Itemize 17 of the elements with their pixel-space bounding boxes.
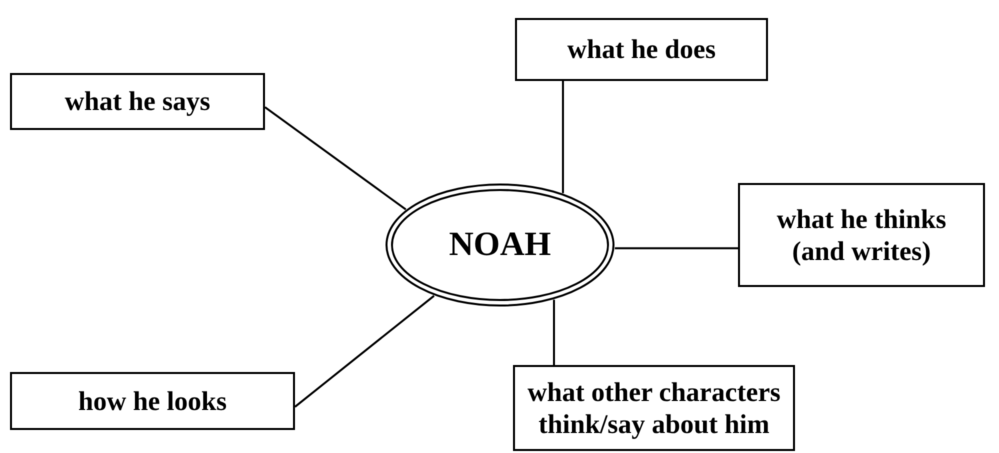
central-title: NOAH	[449, 224, 551, 265]
topic-label: what he does	[567, 33, 716, 66]
topic-box	[515, 18, 768, 81]
topic-label: what he says	[64, 85, 210, 118]
topic-box	[10, 372, 295, 430]
topic-label: how he looks	[78, 384, 227, 418]
connector-line	[614, 247, 738, 250]
topic-box	[10, 73, 265, 130]
connector-line	[264, 106, 406, 210]
topic-box	[738, 183, 985, 287]
topic-box	[513, 365, 795, 451]
connector-line	[294, 295, 435, 408]
topic-label: what he thinks (and writes)	[776, 202, 948, 268]
connector-line	[553, 300, 555, 365]
connector-line	[562, 81, 564, 194]
topic-label: what other characters think/say about him	[526, 376, 782, 440]
central-ellipse	[385, 183, 615, 307]
